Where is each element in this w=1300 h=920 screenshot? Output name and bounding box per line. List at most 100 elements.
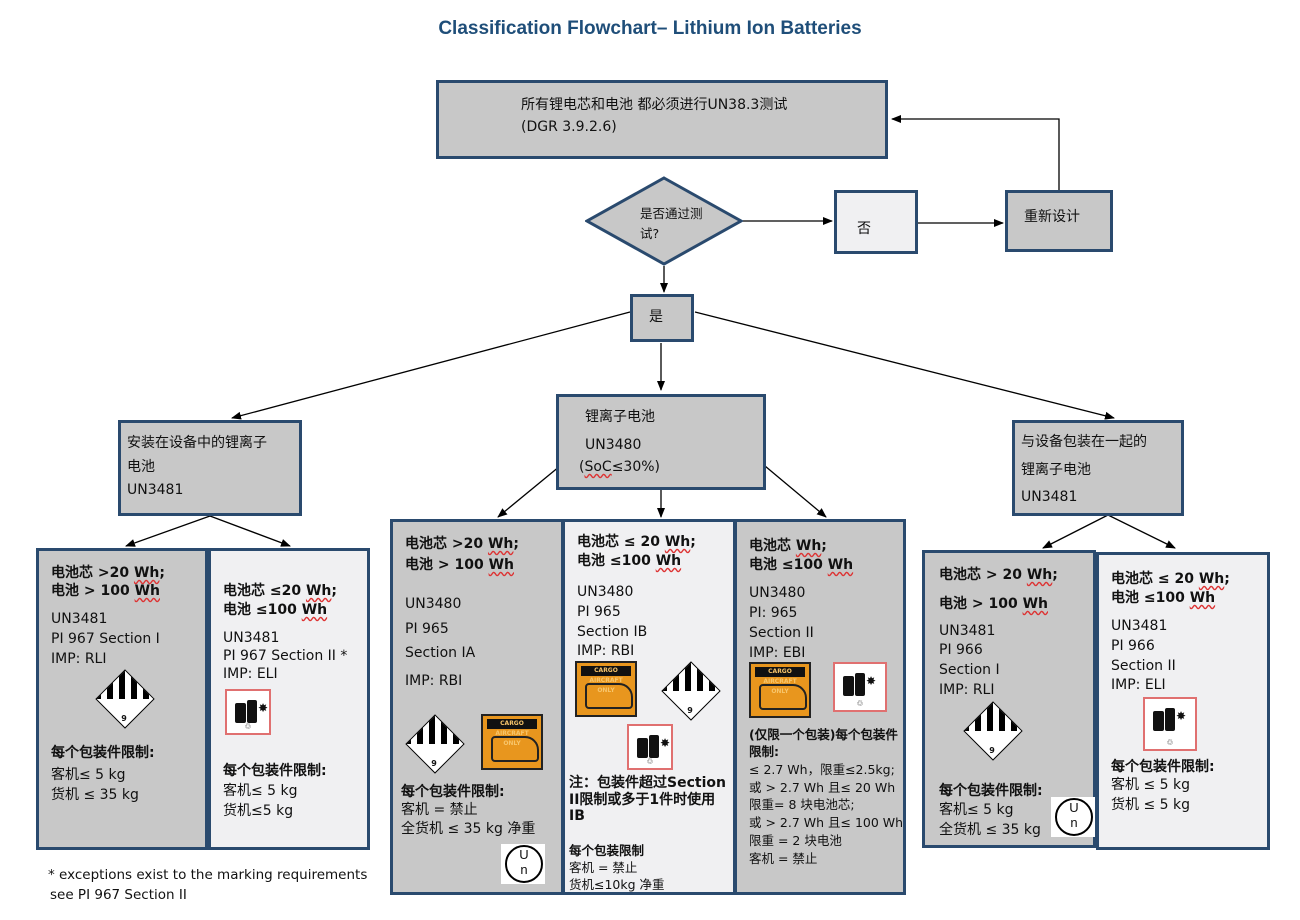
c2-cargo: 货机≤5 kg [223,803,294,819]
c4-note-3: IB [569,808,585,824]
c4-heading-battery: 电池 ≤100 Wh [577,553,682,569]
c5-limit-label-1: (仅限一个包装)每个包装件 [749,727,898,742]
c4-cargo: 货机≤10kg 净重 [569,877,665,892]
c3-pi: PI 965 [405,621,449,637]
c3-heading-battery: 电池 > 100 Wh [405,557,514,573]
pi967-section1-box: 电池芯 >20 Wh; 电池 > 100 Wh UN3481 PI 967 Se… [36,548,208,850]
li-ion-soc: (SoC≤30%) [579,459,661,475]
c7-un: UN3481 [1111,618,1168,634]
c4-passenger: 客机 = 禁止 [569,860,638,875]
c3-heading-cell: 电池芯 >20 Wh; [405,536,519,552]
decision-text-line1: 是否通过测 [640,206,703,221]
c7-heading-cell: 电池芯 ≤ 20 Wh; [1111,571,1230,587]
lithium-battery-mark-icon: ✸♲ [1143,697,1197,751]
c2-passenger: 客机≤ 5 kg [223,783,298,799]
no-label: 否 [857,221,871,237]
c5-rule-4: 或 > 2.7 Wh 且≤ 100 Wh [749,815,904,830]
footnote-line2: see PI 967 Section II [50,887,187,903]
arrow-left-c2 [209,515,291,547]
c6-limit-label: 每个包装件限制: [939,783,1043,799]
arrow-mid-c3 [497,465,561,518]
c3-passenger: 客机 = 禁止 [401,802,478,818]
c1-limit-label: 每个包装件限制: [51,745,155,761]
page-title: Classification Flowchart– Lithium Ion Ba… [438,18,862,39]
arrow-yes-right [694,311,1115,420]
c2-limit-label: 每个包装件限制: [223,763,327,779]
c4-limit-label: 每个包装限制 [569,843,645,858]
c2-heading-cell: 电池芯 ≤20 Wh; [223,583,337,599]
c4-heading-cell: 电池芯 ≤ 20 Wh; [577,534,696,550]
lithium-battery-mark-icon: ✸♲ [627,724,673,770]
no-box: 否 [834,190,918,254]
c4-note-1: 注：包装件超过Section [569,775,726,791]
c3-un: UN3480 [405,596,462,612]
class9-hazard-icon: 9 [661,661,721,721]
c5-rule-5: 限重 = 2 块电池 [749,833,842,848]
c6-cargo: 全货机 ≤ 35 kg [939,822,1041,838]
arrow-right-c7 [1107,514,1176,549]
class9-hazard-icon: 9 [963,701,1023,761]
cargo-aircraft-only-icon: CARGO AIRCRAFT ONLY [749,662,811,718]
c5-heading-battery: 电池 ≤100 Wh [749,557,854,573]
c5-section: Section II [749,625,814,641]
c1-heading-cell: 电池芯 >20 Wh; [51,565,165,581]
c7-cargo: 货机 ≤ 5 kg [1111,797,1190,813]
c7-section: Section II [1111,658,1176,674]
class9-hazard-icon: 9 [405,714,465,774]
packed-line2: 锂离子电池 [1021,462,1091,478]
c5-rule-6: 客机 = 禁止 [749,851,818,866]
un383-test-box: 所有锂电芯和电池 都必须进行UN38.3测试 (DGR 3.9.2.6) [436,80,888,159]
c2-un: UN3481 [223,630,280,646]
yes-label: 是 [649,309,663,325]
c6-pi: PI 966 [939,642,983,658]
arrow-redesign-top [891,115,1060,190]
arrow-mid-c5 [764,465,827,518]
c4-pi: PI 965 [577,604,621,620]
c5-rule-1: ≤ 2.7 Wh，限重≤2.5kg; [749,762,895,777]
c2-imp: IMP: ELI [223,666,278,682]
c5-limit-label-2: 限制: [749,744,779,759]
c7-imp: IMP: ELI [1111,677,1166,693]
c7-limit-label: 每个包装件限制: [1111,759,1215,775]
c3-cargo: 全货机 ≤ 35 kg 净重 [401,821,536,837]
c6-heading-cell: 电池芯 > 20 Wh; [939,567,1058,583]
c1-heading-battery: 电池 > 100 Wh [51,583,160,599]
c3-section: Section IA [405,645,476,661]
c5-rule-3: 限重= 8 块电池芯; [749,797,855,812]
c6-passenger: 客机≤ 5 kg [939,802,1014,818]
c5-rule-2: 或 > 2.7 Wh 且≤ 20 Wh [749,780,896,795]
pi965-section2-box: 电池芯 Wh; 电池 ≤100 Wh UN3480 PI: 965 Sectio… [734,519,906,895]
pass-test-decision [585,176,743,266]
pi966-section1-box: 电池芯 > 20 Wh; 电池 > 100 Wh UN3481 PI 966 S… [922,550,1096,848]
c4-note-2: II限制或多于1件时使用 [569,792,716,808]
c2-heading-battery: 电池 ≤100 Wh [223,602,328,618]
decision-text-line2: 试? [640,226,660,241]
class9-hazard-icon: 9 [95,669,155,729]
c6-imp: IMP: RLI [939,682,995,698]
c7-pi: PI 966 [1111,638,1155,654]
cargo-aircraft-only-icon: CARGO AIRCRAFT ONLY [575,661,637,717]
footnote-line1: * exceptions exist to the marking requir… [48,867,368,883]
installed-in-equipment-box: 安装在设备中的锂离子 电池 UN3481 [118,420,302,516]
li-ion-battery-box: 锂离子电池 UN3480 (SoC≤30%) [556,394,766,490]
lithium-battery-mark-icon: ✸♲ [833,662,887,712]
lithium-battery-mark-icon: ✸♲ [225,689,271,735]
arrow-yes-left [231,311,631,420]
c4-section: Section IB [577,624,648,640]
un383-test-text: 所有锂电芯和电池 都必须进行UN38.3测试 [521,97,788,113]
c5-imp: IMP: EBI [749,645,806,661]
c2-pi: PI 967 Section II * [223,648,348,664]
packed-with-equipment-box: 与设备包装在一起的 锂离子电池 UN3481 [1012,420,1184,516]
packed-un: UN3481 [1021,489,1078,505]
c3-imp: IMP: RBI [405,673,463,689]
c4-imp: IMP: RBI [577,643,635,659]
arrow-right-c6 [1042,514,1109,549]
arrow-left-c1 [125,515,211,547]
c6-heading-battery: 电池 > 100 Wh [939,596,1048,612]
packed-line1: 与设备包装在一起的 [1021,434,1147,450]
cargo-aircraft-only-icon: CARGO AIRCRAFT ONLY [481,714,543,770]
pi966-section2-box: 电池芯 ≤ 20 Wh; 电池 ≤100 Wh UN3481 PI 966 Se… [1096,552,1270,850]
